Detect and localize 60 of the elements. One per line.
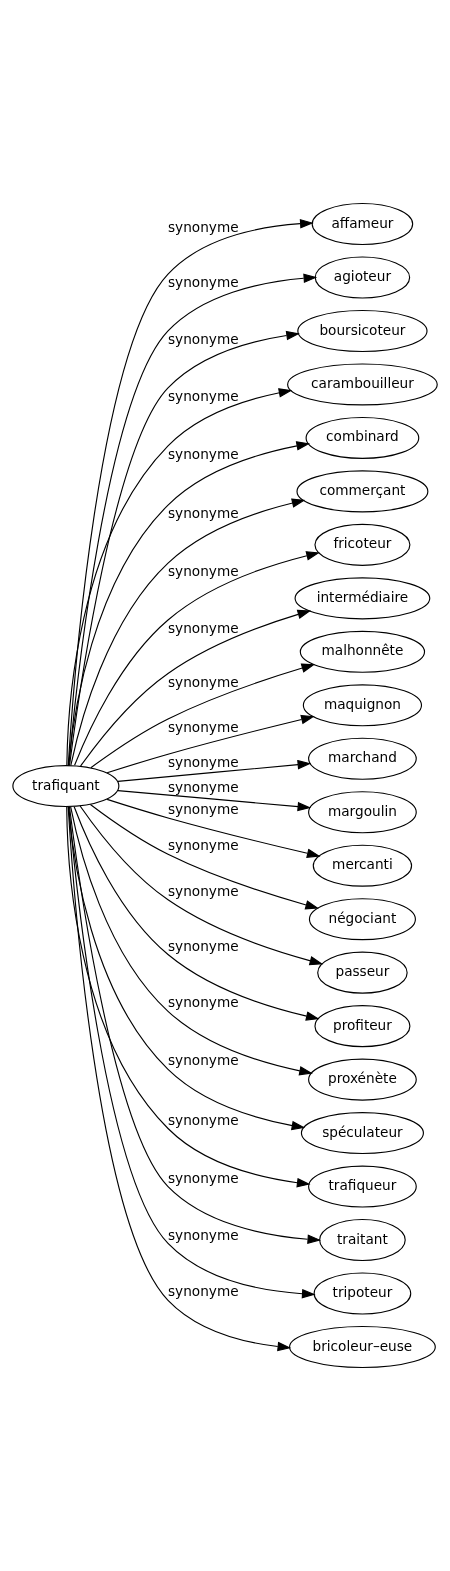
arrow <box>66 388 293 766</box>
node-ellipse: commerçant <box>296 470 429 513</box>
node-ellipse: traitant <box>319 1218 406 1262</box>
node-ellipse: margoulin <box>308 791 417 834</box>
edge-label: synonyme <box>168 1111 239 1128</box>
node-ellipse: proxénète <box>308 1058 417 1101</box>
node-ellipse: boursicoteur <box>297 309 428 353</box>
arrow <box>70 498 306 767</box>
node-ellipse: profiteur <box>314 1005 411 1048</box>
edge-label: synonyme <box>168 446 239 463</box>
arrow <box>89 804 319 910</box>
arrow <box>80 609 312 767</box>
arrow <box>70 806 313 1076</box>
arrow <box>73 806 320 1021</box>
edge-label: synonyme <box>168 801 239 818</box>
arrow <box>67 806 292 1352</box>
node-ellipse: fricoteur <box>314 523 411 566</box>
node-ellipse: tripoteur <box>313 1272 412 1315</box>
edge-label: synonyme <box>168 882 239 899</box>
node-ellipse: marchand <box>308 737 417 780</box>
arrow <box>117 759 312 782</box>
arrow <box>66 806 311 1188</box>
edge-label: synonyme <box>168 673 239 690</box>
edge-label: synonyme <box>168 218 239 235</box>
edge-label: synonyme <box>168 505 239 522</box>
arrow <box>67 806 306 1131</box>
edge-label: synonyme <box>168 620 239 637</box>
edge-label: synonyme <box>168 994 239 1011</box>
node-ellipse: mercanti <box>312 844 413 887</box>
edge-label: synonyme <box>168 1052 239 1069</box>
node-ellipse: négociant <box>308 898 416 941</box>
node-ellipse: trafiqueur <box>308 1165 417 1208</box>
node-ellipse: affameur <box>311 203 414 246</box>
node-ellipse: agioteur <box>314 256 411 299</box>
node-ellipse: combinard <box>305 416 420 459</box>
edge-label: synonyme <box>168 1283 239 1300</box>
node-ellipse: carambouilleur <box>287 363 438 406</box>
arrow <box>67 441 311 767</box>
edge-label: synonyme <box>168 274 239 291</box>
edge-label: synonyme <box>168 388 239 405</box>
edge-label: synonyme <box>168 563 239 580</box>
arrow <box>117 790 312 812</box>
edge-label: synonyme <box>168 719 239 736</box>
arrow <box>79 805 324 966</box>
node-ellipse: passeur <box>317 951 408 994</box>
edge-label: synonyme <box>168 754 239 771</box>
edge-label: synonyme <box>168 837 239 854</box>
edge-label: synonyme <box>168 937 239 954</box>
arrow <box>90 663 316 769</box>
edge-label: synonyme <box>168 779 239 796</box>
arrow <box>74 551 320 766</box>
arrow <box>106 798 321 858</box>
arrow <box>68 330 300 767</box>
node-ellipse: trafiquant <box>12 765 120 808</box>
node-ellipse: bricoleur–euse <box>289 1325 436 1368</box>
arrow <box>106 714 315 774</box>
edge-label: synonyme <box>168 1226 239 1243</box>
edge-label: synonyme <box>168 1169 239 1186</box>
node-ellipse: spéculateur <box>300 1112 424 1155</box>
edge-label: synonyme <box>168 331 239 348</box>
